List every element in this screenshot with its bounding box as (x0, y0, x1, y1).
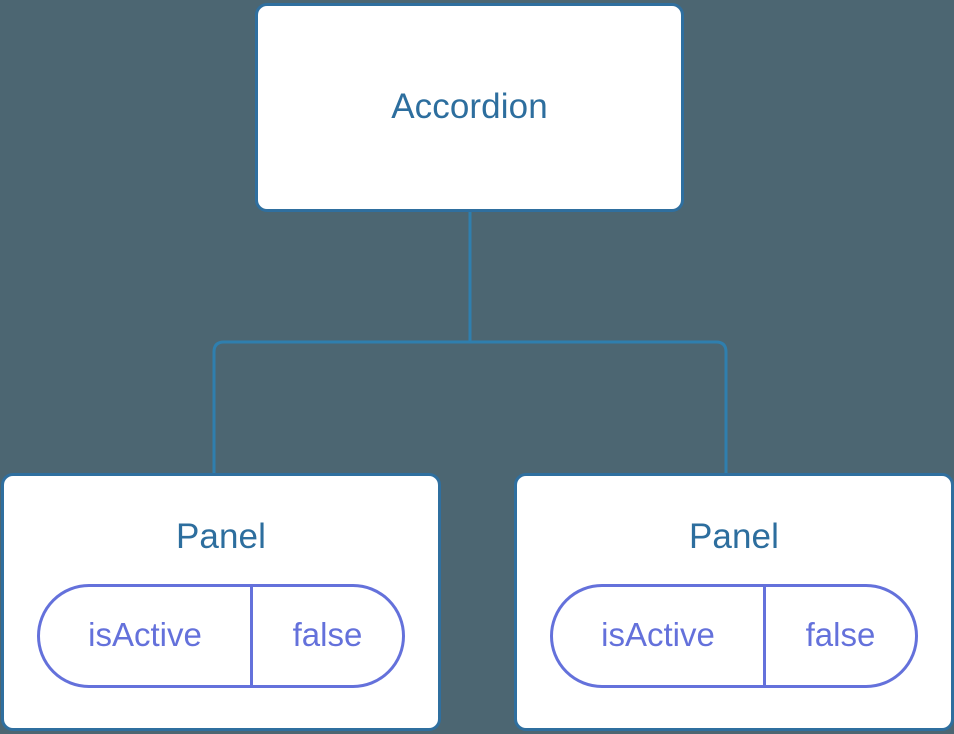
node-accordion[interactable]: Accordion (255, 3, 684, 212)
state-value-label: false (292, 616, 363, 654)
node-panel-1-label: Panel (175, 517, 267, 556)
node-panel-2[interactable]: Panel isActive false (514, 473, 954, 731)
node-accordion-label: Accordion (391, 87, 548, 127)
state-badge-panel-1[interactable]: isActive false (37, 583, 405, 688)
state-value-label: false (805, 616, 876, 654)
state-value-cell: false (766, 587, 915, 685)
connector-branch-right (470, 340, 728, 476)
state-key-cell: isActive (40, 586, 253, 685)
state-key-label: isActive (88, 616, 202, 654)
state-value-cell: false (253, 587, 402, 685)
state-key-label: isActive (601, 616, 715, 654)
connector-branch-left (212, 340, 470, 476)
state-badge-panel-2[interactable]: isActive false (550, 583, 918, 688)
node-panel-2-label: Panel (688, 517, 780, 556)
node-panel-1[interactable]: Panel isActive false (1, 473, 441, 731)
state-key-cell: isActive (553, 586, 766, 685)
